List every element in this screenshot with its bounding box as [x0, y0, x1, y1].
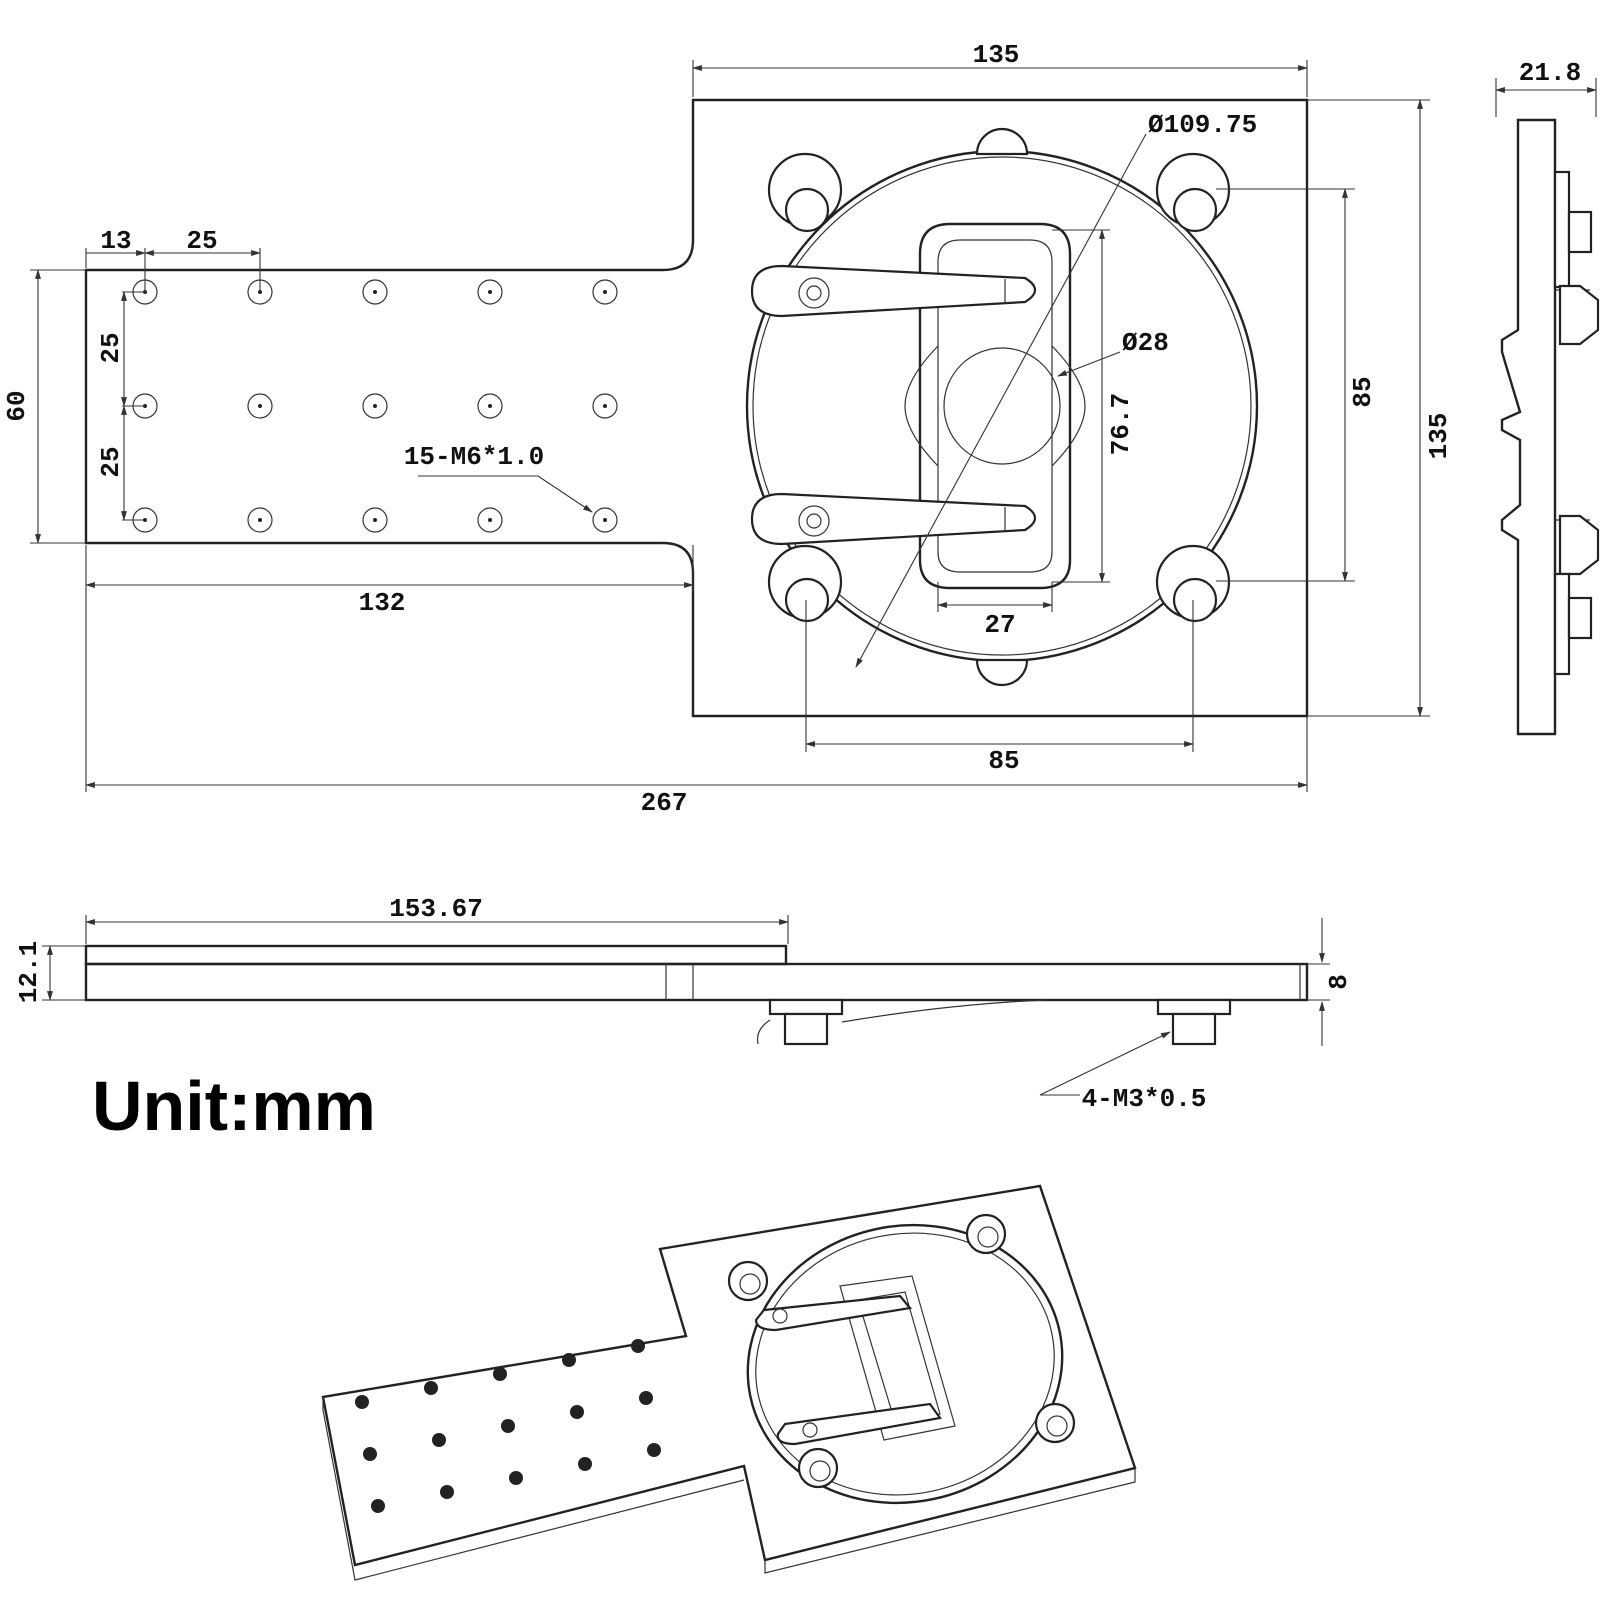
dim-screw-spec: 4-M3*0.5	[1082, 1084, 1207, 1114]
mounting-hole	[362, 507, 388, 533]
iso-hole	[639, 1391, 653, 1405]
dim-side-length: 153.67	[389, 894, 483, 924]
dim-total-height: 135	[1424, 413, 1454, 460]
dimension-labels: 135 21.8 Ø109.75 13 25 60 25 25 15-M6*1.…	[2, 40, 1581, 1145]
mounting-hole	[592, 393, 618, 419]
dim-post-spacing-h: 85	[988, 746, 1019, 776]
iso-hole	[570, 1405, 584, 1419]
iso-hole	[355, 1395, 369, 1409]
dim-top-width: 135	[973, 40, 1020, 70]
iso-hole	[501, 1419, 515, 1433]
mounting-hole-center	[373, 290, 377, 294]
mounting-hole-center	[603, 290, 607, 294]
iso-hole	[424, 1381, 438, 1395]
iso-hole	[578, 1457, 592, 1471]
mounting-hole	[477, 393, 503, 419]
clamp-frame	[904, 222, 1086, 590]
iso-hole	[363, 1447, 377, 1461]
dim-hole-pitch-y1: 25	[96, 332, 126, 363]
mounting-hole-center	[488, 518, 492, 522]
iso-hole	[631, 1339, 645, 1353]
mounting-hole-center	[258, 518, 262, 522]
dim-post-spacing-v: 85	[1348, 376, 1378, 407]
mounting-hole	[362, 279, 388, 305]
mounting-hole-center	[488, 290, 492, 294]
dim-ring-diameter: Ø109.75	[1148, 110, 1257, 140]
iso-hole	[440, 1485, 454, 1499]
mount-ring-inner	[752, 156, 1252, 656]
dim-center-diameter: Ø28	[1122, 328, 1169, 358]
dim-slot-length: 76.7	[1106, 393, 1136, 455]
mounting-hole	[247, 507, 273, 533]
iso-hole	[493, 1367, 507, 1381]
iso-hole	[432, 1433, 446, 1447]
mounting-hole-center	[258, 404, 262, 408]
side-view-front	[42, 915, 1330, 1096]
clamp-arm-bottom	[750, 492, 1037, 546]
dim-slot-width: 27	[984, 610, 1015, 640]
unit-label: Unit:mm	[92, 1067, 376, 1145]
iso-hole	[509, 1471, 523, 1485]
mounting-hole-center	[373, 404, 377, 408]
mounting-hole-center	[373, 518, 377, 522]
corner-posts	[767, 152, 1231, 623]
mounting-hole	[247, 393, 273, 419]
dim-arm-height: 60	[2, 390, 32, 421]
dim-hole-offset: 13	[100, 226, 131, 256]
mounting-hole	[477, 279, 503, 305]
iso-hole	[562, 1353, 576, 1367]
top-view	[30, 60, 1430, 792]
dim-plate-thickness: 8	[1324, 974, 1354, 990]
dim-arm-length: 132	[359, 588, 406, 618]
mounting-holes	[132, 279, 618, 533]
mounting-hole	[592, 279, 618, 305]
clamp-arm-top	[750, 264, 1037, 318]
iso-hole	[647, 1443, 661, 1457]
dim-side-height: 12.1	[14, 941, 44, 1003]
side-view-right	[1495, 78, 1600, 736]
mounting-hole	[477, 507, 503, 533]
ring-tab-bottom	[975, 658, 1029, 687]
mounting-hole-center	[603, 518, 607, 522]
dim-hole-spec: 15-M6*1.0	[404, 442, 544, 472]
dim-hole-pitch-y2: 25	[96, 446, 126, 477]
mounting-hole-center	[603, 404, 607, 408]
mounting-hole	[592, 507, 618, 533]
mounting-hole	[362, 393, 388, 419]
dim-hole-pitch-x: 25	[186, 226, 217, 256]
mounting-hole-center	[488, 404, 492, 408]
dim-side-thickness: 21.8	[1519, 58, 1581, 88]
dim-total-length: 267	[641, 788, 688, 818]
isometric-view	[321, 1184, 1137, 1581]
dimension-lines	[30, 60, 1430, 792]
iso-hole	[371, 1499, 385, 1513]
ring-tab-top	[975, 127, 1029, 156]
